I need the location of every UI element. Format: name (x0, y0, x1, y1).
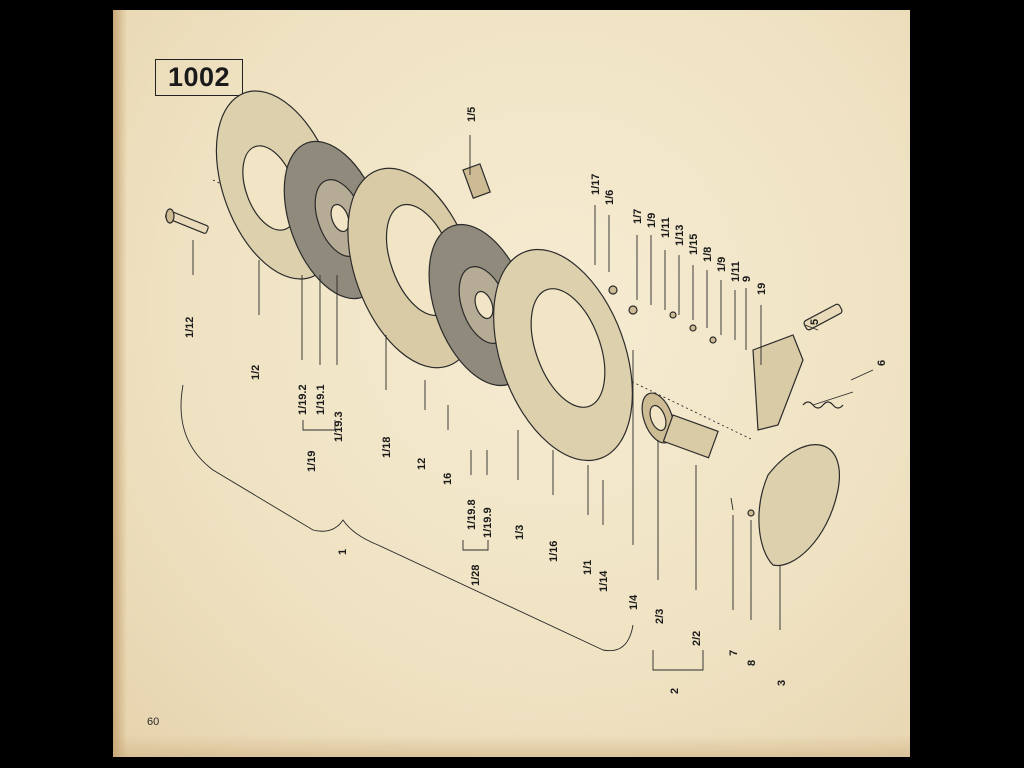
label-1-28: 1/28 (470, 565, 482, 586)
rivet-tab-part (462, 163, 491, 199)
label-3: 3 (776, 680, 788, 686)
label-1-19-1: 1/19.1 (315, 384, 327, 415)
label-1-19: 1/19 (306, 451, 318, 472)
label-1-9a: 1/9 (646, 213, 658, 228)
label-1-19-3: 1/19.3 (333, 411, 345, 442)
release-sleeve-part (662, 414, 719, 459)
label-16: 16 (442, 473, 454, 485)
label-1-16: 1/16 (548, 541, 560, 562)
pivot-pin-part (803, 303, 843, 331)
bolt-part (165, 208, 209, 234)
label-7: 7 (728, 650, 740, 656)
label-1-8: 1/8 (702, 247, 714, 262)
label-1-19-9: 1/19.9 (482, 507, 494, 538)
label-1-5: 1/5 (466, 107, 478, 122)
small-parts-cluster (608, 285, 717, 344)
label-1-9b: 1/9 (716, 257, 728, 272)
label-1-19-2: 1/19.2 (297, 384, 309, 415)
label-1: 1 (337, 549, 349, 555)
label-1-18: 1/18 (381, 437, 393, 458)
label-1-17: 1/17 (590, 174, 602, 195)
label-1-11a: 1/11 (660, 217, 672, 238)
small-bolt-part (730, 497, 755, 517)
spring-part (802, 401, 844, 409)
page-code-box: 1002 (155, 59, 243, 96)
label-2-2: 2/2 (691, 631, 703, 646)
label-1-7: 1/7 (632, 209, 644, 224)
cover-plate-part (493, 248, 633, 462)
label-2: 2 (669, 688, 681, 694)
label-1-6: 1/6 (604, 190, 616, 205)
label-1-4: 1/4 (628, 594, 640, 610)
label-1-3: 1/3 (514, 525, 526, 540)
label-19: 19 (756, 283, 768, 295)
label-1-15: 1/15 (688, 234, 700, 255)
leader-lines (180, 135, 874, 671)
label-1-12: 1/12 (184, 317, 196, 338)
page-number: 60 (147, 716, 160, 728)
label-2-3: 2/3 (654, 609, 666, 624)
label-8: 8 (746, 660, 758, 666)
exploded-clutch-diagram: 1/12 1/2 1/19.2 1/19.1 1/19.3 1/19 1/18 … (165, 90, 888, 694)
label-1-2: 1/2 (250, 365, 262, 380)
label-12: 12 (416, 458, 428, 470)
label-1-11b: 1/11 (730, 261, 742, 282)
housing-part (758, 444, 840, 567)
label-9: 9 (741, 276, 753, 282)
label-5: 5 (809, 319, 821, 325)
label-1-1: 1/1 (582, 560, 594, 575)
release-bearing-part (641, 392, 675, 444)
release-lever-part (752, 334, 804, 431)
label-1-19-8: 1/19.8 (466, 499, 478, 530)
label-1-13: 1/13 (674, 225, 686, 246)
label-6: 6 (876, 360, 888, 366)
label-1-14: 1/14 (598, 570, 610, 592)
catalog-page: 1002 (113, 10, 910, 757)
